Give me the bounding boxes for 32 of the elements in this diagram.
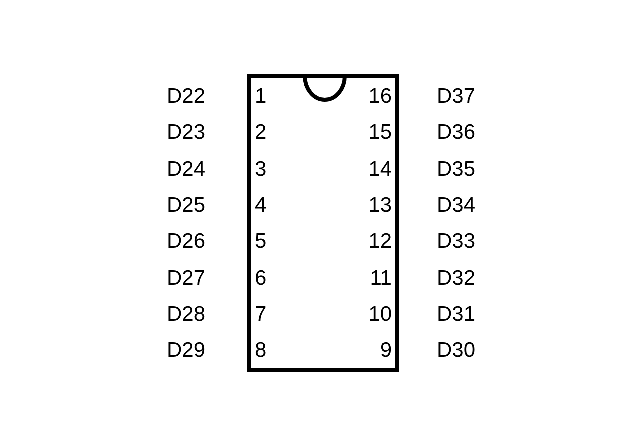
signal-label: D31 <box>437 302 476 327</box>
signal-label: D32 <box>437 266 476 290</box>
signal-label: D36 <box>437 121 476 146</box>
pin-number: 4 <box>255 194 267 218</box>
pin-number: 16 <box>368 85 392 109</box>
signal-label: D26 <box>167 230 206 254</box>
signal-label: D37 <box>437 85 476 109</box>
signal-label: D23 <box>167 121 206 146</box>
signal-label: D33 <box>437 230 476 254</box>
pin-number: 9 <box>380 339 392 364</box>
signal-label: D25 <box>167 194 206 218</box>
signal-label: D28 <box>167 302 206 327</box>
pin-number: 2 <box>255 121 267 146</box>
signal-label: D30 <box>437 339 476 364</box>
signal-label: D29 <box>167 339 206 364</box>
pin-number: 5 <box>255 230 267 254</box>
pin-number: 14 <box>368 158 392 182</box>
pin-number: 1 <box>255 85 267 109</box>
pin-number: 13 <box>368 194 392 218</box>
pin-number: 10 <box>368 302 392 327</box>
signal-label: D27 <box>167 266 206 290</box>
signal-label: D34 <box>437 194 476 218</box>
pin-number: 15 <box>368 121 392 146</box>
pin-number: 7 <box>255 302 267 327</box>
pin-number: 3 <box>255 158 267 182</box>
signal-label: D24 <box>167 158 206 182</box>
signal-label: D22 <box>167 85 206 109</box>
pin-number: 11 <box>370 266 392 290</box>
pin-number: 12 <box>368 230 392 254</box>
pin-number: 8 <box>255 339 267 364</box>
pin-number: 6 <box>255 266 267 290</box>
signal-label: D35 <box>437 158 476 182</box>
